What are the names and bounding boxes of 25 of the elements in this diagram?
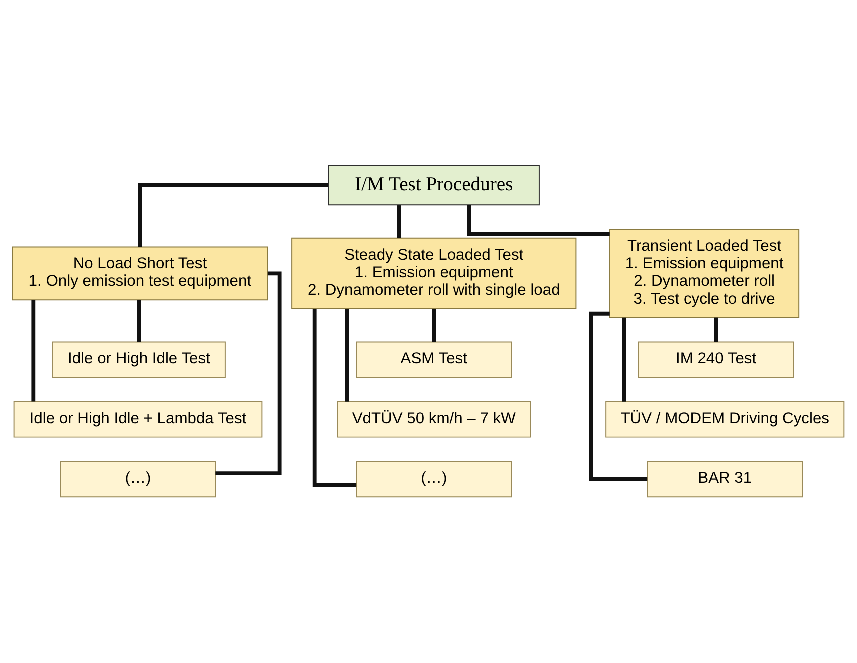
node-box: No Load Short Test 1. Only emission test equipment <box>12 246 268 301</box>
node-box: (…) <box>60 461 216 498</box>
node-box: BAR 31 <box>647 461 804 498</box>
connector <box>216 272 282 476</box>
connector <box>137 300 142 342</box>
node-box: Idle or High Idle + Lambda Test <box>14 402 263 438</box>
node-box: (…) <box>356 461 512 498</box>
connector <box>622 318 626 402</box>
node-box: VdTÜV 50 km/h – 7 kW <box>337 402 532 438</box>
node-box: ASM Test <box>356 342 512 378</box>
node-box: TÜV / MODEM Driving Cycles <box>606 402 845 438</box>
connector <box>138 184 328 248</box>
connector <box>467 205 610 236</box>
connector <box>432 309 436 342</box>
node-box: Transient Loaded Test 1. Emission equipment 2. Dynamometer roll 3. Test cycle to drive <box>610 229 800 318</box>
node-box: IM 240 Test <box>638 342 794 378</box>
node-box: Steady State Loaded Test 1. Emission equipment 2. Dynamometer roll with single load <box>292 238 577 310</box>
connector <box>589 312 648 482</box>
connector <box>32 300 36 402</box>
connector <box>345 309 350 402</box>
connector <box>714 318 718 342</box>
connector <box>397 206 401 238</box>
node-box: Idle or High Idle Test <box>52 342 226 378</box>
connector <box>312 309 357 488</box>
node-box: I/M Test Procedures <box>328 165 540 206</box>
